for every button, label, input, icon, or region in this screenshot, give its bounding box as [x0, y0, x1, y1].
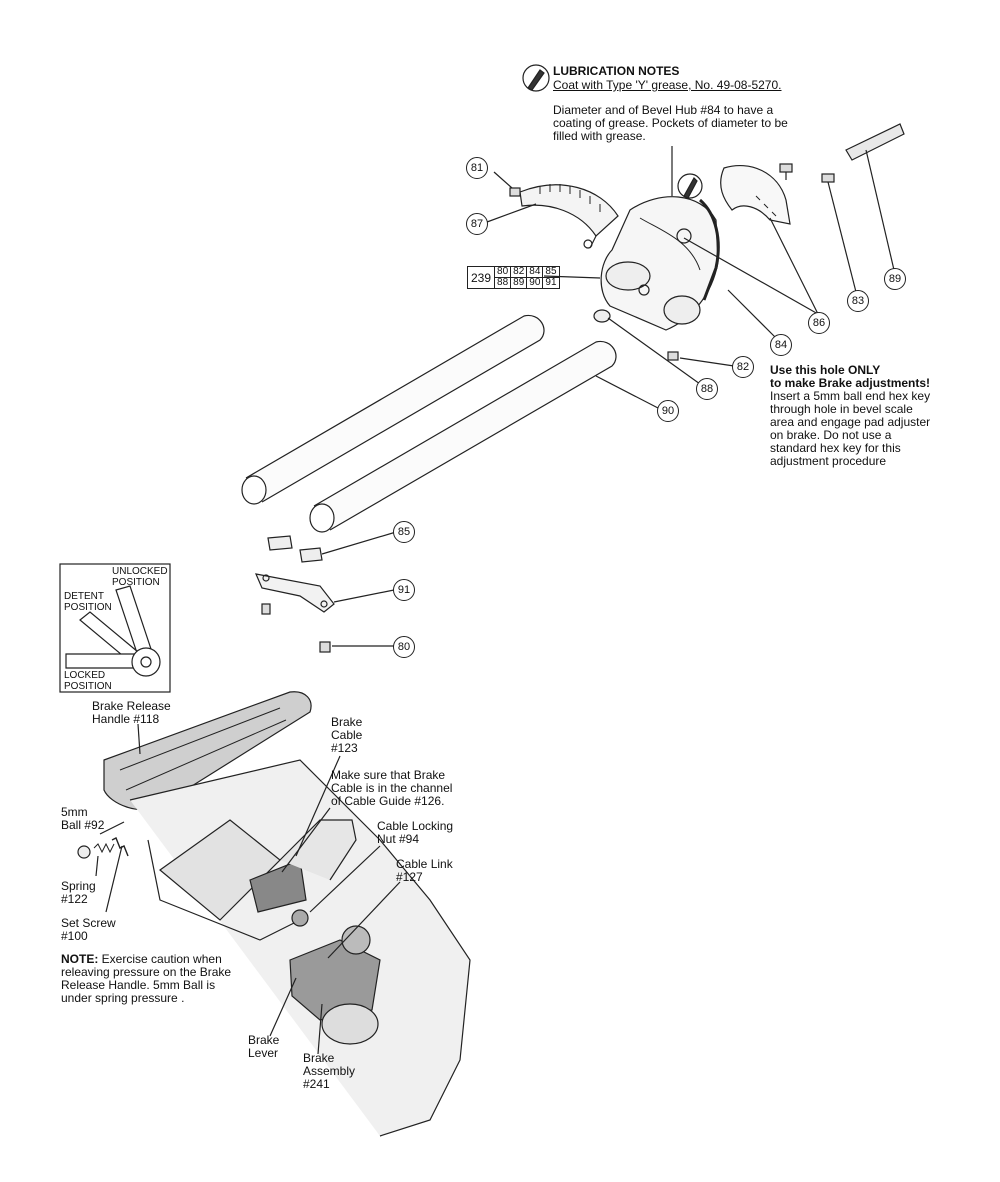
cable-guide: [279, 819, 357, 881]
table-cell: 89: [510, 277, 528, 289]
ball-label: 5mm Ball #92: [61, 805, 105, 832]
table-cell: 88: [494, 277, 512, 289]
pin-88: [593, 309, 701, 385]
brake-cable-label: Brake Cable #123: [331, 715, 363, 755]
table-cell: 90: [526, 277, 544, 289]
brake-hole-text: Insert a 5mm ball end hex key through ho…: [770, 389, 931, 468]
lubrication-subtitle: Coat with Type 'Y' grease, No. 49-08-527…: [553, 78, 782, 92]
assembly-parts-table: 239 80 82 84 85 88 89 90 91: [466, 266, 560, 289]
brake-lever-label: Brake Lever: [248, 1033, 280, 1060]
unlocked-position-label: UNLOCKED POSITION: [112, 566, 168, 588]
scale-plate-86: [720, 164, 791, 225]
callout-88: 88: [696, 378, 718, 400]
rail-upper: [241, 314, 545, 505]
handle-arm: [129, 759, 471, 1137]
screw-80: [319, 641, 394, 653]
callout-86: 86: [808, 312, 830, 334]
spring-label: Spring #122: [61, 879, 96, 906]
note-body: Exercise caution when releaving pressure…: [61, 952, 232, 1005]
table-cell: 80: [494, 266, 512, 278]
callout-81: 81: [466, 157, 488, 179]
screw-82: [667, 351, 735, 367]
detent-position-label: DETENT POSITION: [64, 591, 112, 613]
grease-brush-icon: [522, 64, 550, 92]
rail-lower: [309, 340, 617, 533]
brake-hole-title: Use this hole ONLY to make Brake adjustm…: [770, 363, 931, 390]
cable-channel-note: Make sure that Brake Cable is in the cha…: [331, 768, 453, 808]
assembly-number: 239: [466, 266, 496, 289]
callout-90: 90: [657, 400, 679, 422]
callout-84: 84: [770, 334, 792, 356]
grease-brush-icon-2: [677, 173, 703, 199]
table-cell: 84: [526, 266, 544, 278]
screw-top: [779, 163, 793, 180]
callout-85: 85: [393, 521, 415, 543]
callout-82: 82: [732, 356, 754, 378]
callout-87: 87: [466, 213, 488, 235]
brake-assembly-label: Brake Assembly #241: [303, 1051, 356, 1091]
callout-91: 91: [393, 579, 415, 601]
callout-89: 89: [884, 268, 906, 290]
cable-link: [249, 859, 309, 927]
set-screw-label: Set Screw #100: [61, 916, 116, 943]
bevel-hub-84: [600, 196, 720, 331]
cable-link-label: Cable Link #127: [396, 857, 453, 884]
screw-81: [493, 171, 521, 197]
handle-positions-inset: [59, 563, 171, 693]
caution-note: NOTE: Exercise caution when releaving pr…: [61, 953, 261, 1005]
lubrication-note: Diameter and of Bevel Hub #84 to have a …: [553, 103, 788, 143]
note-prefix: NOTE:: [61, 952, 99, 966]
table-cell: 82: [510, 266, 528, 278]
clips-85: [267, 531, 397, 563]
cable-locking-nut-label: Cable Locking Nut #94: [377, 819, 454, 846]
table-cell: 91: [542, 277, 560, 289]
table-cell: 85: [542, 266, 560, 278]
brake-assembly-241: [289, 925, 381, 1045]
stud-89: [845, 123, 905, 271]
locked-position-label: LOCKED POSITION: [64, 670, 112, 692]
callout-83: 83: [847, 290, 869, 312]
screw-83: [821, 173, 857, 293]
bevel-scale-87: [519, 184, 619, 249]
lubrication-title: LUBRICATION NOTES: [553, 64, 680, 78]
brake-release-label: Brake Release Handle #118: [92, 699, 171, 726]
bracket-91: [255, 573, 395, 615]
callout-80: 80: [393, 636, 415, 658]
